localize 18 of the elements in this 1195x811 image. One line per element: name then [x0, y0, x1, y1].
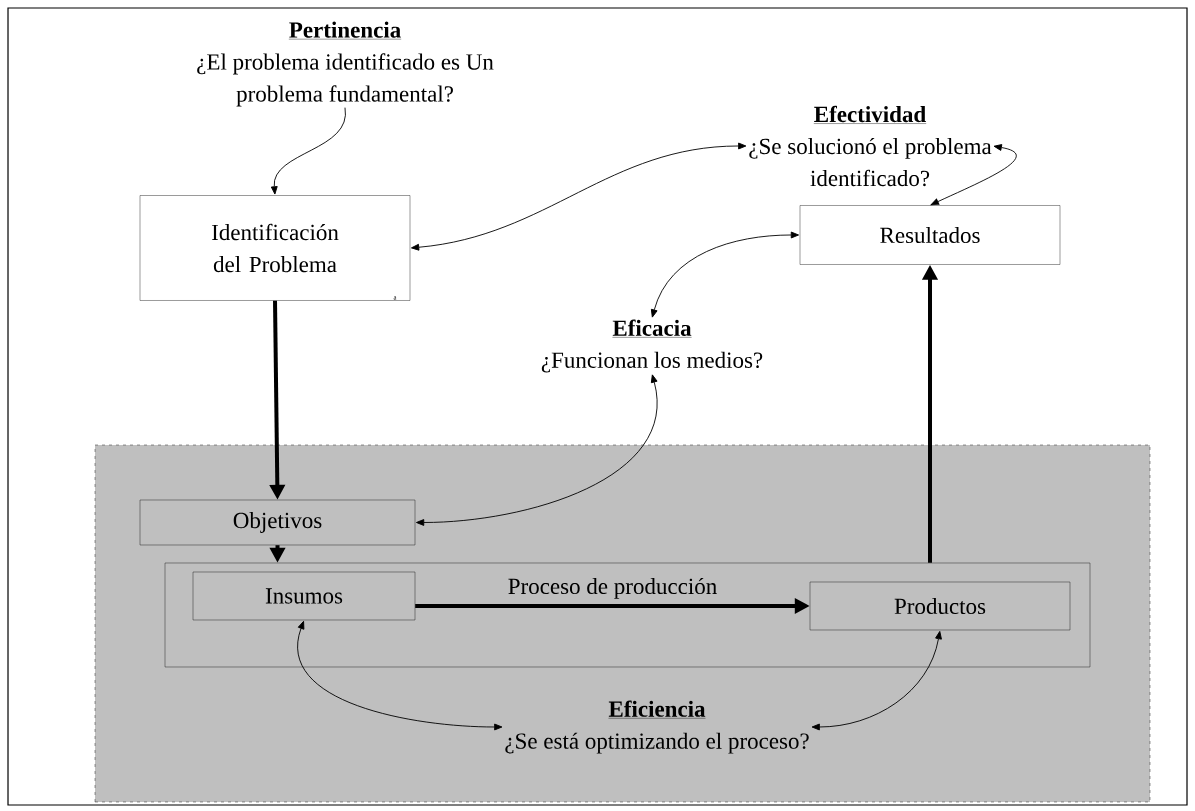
question-text: Pertinencia ¿El problema identificado es Un problema fundamental?	[197, 21, 494, 107]
process-box: Resultados	[799, 205, 1061, 265]
curved-arrow	[650, 231, 799, 318]
curved-arrow	[930, 144, 1017, 206]
process-box	[164, 562, 1091, 668]
curved-arrow	[297, 620, 503, 731]
curved-arrow	[270, 107, 346, 195]
process-box: Productos	[809, 581, 1071, 631]
curved-arrow	[411, 142, 747, 251]
shaded-region	[94, 444, 1151, 803]
edge-label: Proceso de producción	[508, 577, 717, 599]
curved-arrow	[416, 374, 658, 526]
question-text: Eficacia ¿Funcionan los medios?	[541, 319, 763, 373]
question-text: Efectividad ¿Se solucionó el problema identificado?	[749, 105, 992, 187]
curved-arrow	[811, 630, 942, 731]
process-box: Objetivos	[139, 499, 416, 546]
process-box: Insumos	[192, 571, 416, 621]
question-text: Eficiencia ¿Se está optimizando el proceso?	[505, 700, 809, 754]
